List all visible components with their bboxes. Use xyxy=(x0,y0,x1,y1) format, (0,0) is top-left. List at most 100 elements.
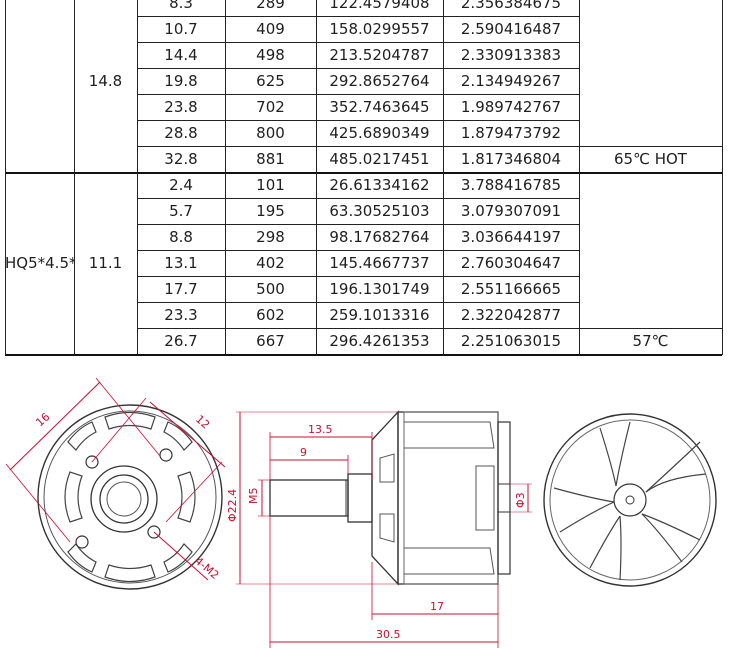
row-divider xyxy=(137,302,579,303)
table-cell xyxy=(579,302,722,328)
table-cell: 2.251063015 xyxy=(460,332,562,350)
table-cell: 65℃ HOT xyxy=(614,150,687,168)
side-view: 13.5 9 Φ22.4 M5 Φ3 17 30.5 xyxy=(226,410,532,648)
row-divider xyxy=(137,224,579,225)
table-cell xyxy=(579,120,722,146)
table-cell: 13.1 xyxy=(164,254,198,272)
voltage-cell: 14.8 xyxy=(88,72,123,90)
table-cell: 259.1013316 xyxy=(329,306,430,324)
front-dim-screw: 4-M2 xyxy=(192,554,221,582)
voltage-cell: 11.1 xyxy=(88,254,123,272)
back-view xyxy=(543,413,717,587)
column-divider xyxy=(137,0,138,355)
table-cell: 32.8 xyxy=(164,150,198,168)
side-dim-thread: M5 xyxy=(247,488,260,505)
side-dim-overall-shaft: 13.5 xyxy=(308,423,333,436)
table-cell: 23.8 xyxy=(164,98,198,116)
row-divider xyxy=(137,68,579,69)
table-cell: 63.30525103 xyxy=(329,202,430,220)
table-cell: 158.0299557 xyxy=(329,20,430,38)
front-dim-hole: 12 xyxy=(193,413,212,432)
front-view: 16 12 4-M2 xyxy=(5,377,226,590)
table-cell: 2.134949267 xyxy=(460,72,562,90)
table-cell xyxy=(579,250,722,276)
table-cell: 625 xyxy=(256,72,285,90)
table-cell: 28.8 xyxy=(164,124,198,142)
table-cell: 122.4579408 xyxy=(329,0,430,12)
table-cell: 3.788416785 xyxy=(460,176,562,194)
table-cell: 409 xyxy=(256,20,285,38)
table-cell xyxy=(579,172,722,198)
table-cell: 352.7463645 xyxy=(329,98,430,116)
side-dim-body: 17 xyxy=(430,600,444,613)
column-divider xyxy=(316,0,317,355)
table-cell: 5.7 xyxy=(169,202,193,220)
table-cell: 485.0217451 xyxy=(329,150,430,168)
table-cell: 8.3 xyxy=(169,0,193,12)
table-cell: 196.1301749 xyxy=(329,280,430,298)
table-cell: 1.989742767 xyxy=(460,98,562,116)
row-divider xyxy=(137,120,579,121)
table-cell: 17.7 xyxy=(164,280,198,298)
propeller-cell: HQ5*4.5*3 xyxy=(5,254,74,272)
table-cell xyxy=(579,16,722,42)
side-dim-bore: Φ3 xyxy=(514,492,527,508)
row-divider xyxy=(137,276,579,277)
table-cell: 292.8652764 xyxy=(329,72,430,90)
table-cell: 2.590416487 xyxy=(460,20,562,38)
table-cell: 145.4667737 xyxy=(329,254,430,272)
table-cell: 2.330913383 xyxy=(460,46,562,64)
column-divider xyxy=(225,0,226,355)
row-divider xyxy=(137,16,579,17)
table-cell: 2.4 xyxy=(169,176,193,194)
table-cell: 702 xyxy=(256,98,285,116)
table-cell: 10.7 xyxy=(164,20,198,38)
table-cell: 800 xyxy=(256,124,285,142)
table-cell: 2.356384675 xyxy=(460,0,562,12)
table-cell xyxy=(579,94,722,120)
table-cell: 213.5204787 xyxy=(329,46,430,64)
table-cell: 26.7 xyxy=(164,332,198,350)
row-divider xyxy=(137,94,579,95)
row-divider xyxy=(137,146,579,147)
table-cell: 402 xyxy=(256,254,285,272)
table-cell: 14.4 xyxy=(164,46,198,64)
table-cell: 2.551166665 xyxy=(460,280,562,298)
column-divider xyxy=(722,0,723,355)
note-divider xyxy=(579,146,722,147)
table-cell: 425.6890349 xyxy=(329,124,430,142)
table-cell: 667 xyxy=(256,332,285,350)
table-cell: 500 xyxy=(256,280,285,298)
table-cell xyxy=(579,42,722,68)
note-divider xyxy=(579,328,722,329)
table-cell xyxy=(579,68,722,94)
table-cell: 881 xyxy=(256,150,285,168)
table-cell: 23.3 xyxy=(164,306,198,324)
table-cell: 26.61334162 xyxy=(329,176,430,194)
table-cell: 2.760304647 xyxy=(460,254,562,272)
table-cell: 3.036644197 xyxy=(460,228,562,246)
table-bottom-border xyxy=(5,354,722,356)
table-cell: 498 xyxy=(256,46,285,64)
row-divider xyxy=(137,328,579,329)
table-cell: 2.322042877 xyxy=(460,306,562,324)
side-dim-shaft: 9 xyxy=(300,446,307,459)
table-cell: 8.8 xyxy=(169,228,193,246)
table-cell xyxy=(579,0,722,16)
table-cell: 101 xyxy=(256,176,285,194)
table-cell: 3.079307091 xyxy=(460,202,562,220)
column-divider xyxy=(579,0,580,355)
motor-dimension-drawing: 16 12 4-M2 xyxy=(5,377,717,648)
table-cell: 298 xyxy=(256,228,285,246)
table-cell: 289 xyxy=(256,0,285,12)
side-dim-dia: Φ22.4 xyxy=(226,489,239,522)
front-dim-diag: 16 xyxy=(33,410,52,429)
table-cell: 1.879473792 xyxy=(460,124,562,142)
table-cell: 195 xyxy=(256,202,285,220)
table-cell: 602 xyxy=(256,306,285,324)
table-cell: 98.17682764 xyxy=(329,228,430,246)
table-cell: 296.4261353 xyxy=(329,332,430,350)
column-divider xyxy=(74,0,75,355)
row-divider xyxy=(137,42,579,43)
